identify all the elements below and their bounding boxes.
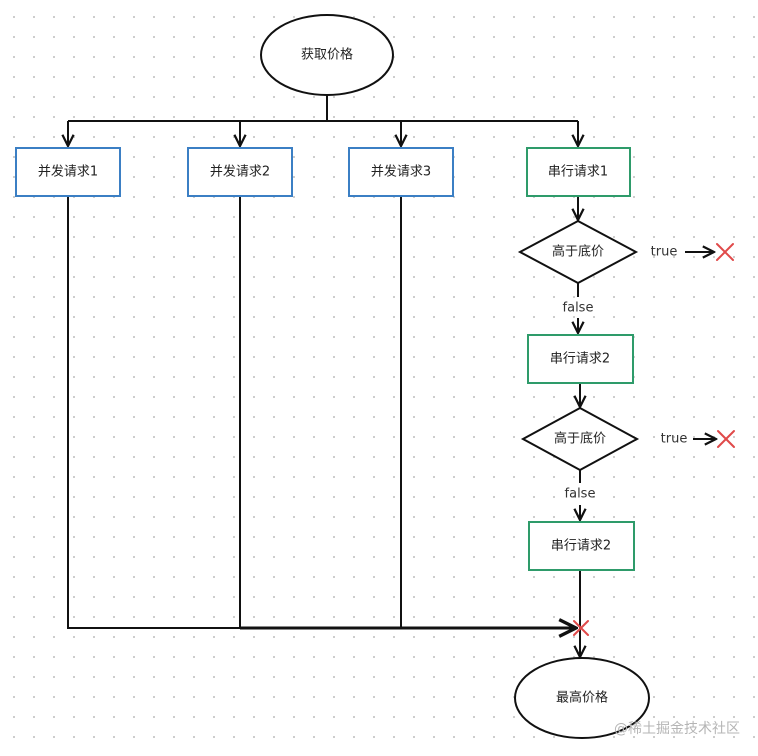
price-check-1-diamond: [517, 219, 639, 285]
reject-icon-merge: [573, 620, 589, 636]
price-check-2-diamond: [520, 406, 640, 472]
connectors: [68, 95, 716, 657]
parallel-request-3: 并发请求3: [348, 147, 454, 197]
serial-request-2-label: 串行请求2: [550, 352, 610, 367]
serial-request-3: 串行请求2: [528, 521, 635, 571]
serial-request-2-box: [527, 334, 634, 384]
serial-request-1-box: [526, 147, 631, 197]
price-check-2: 高于底价: [520, 406, 640, 472]
reject-icon-1: [716, 243, 734, 261]
price-check-1-label: 高于底价: [552, 244, 604, 260]
end-ellipse: [514, 657, 650, 739]
end-node: 最高价格: [514, 657, 650, 739]
price-check-2-label: 高于底价: [554, 431, 606, 447]
parallel-request-1-box: [15, 147, 121, 197]
parallel-request-2-label: 并发请求2: [210, 164, 270, 180]
serial-request-3-label: 串行请求2: [551, 539, 611, 554]
parallel-request-1: 并发请求1: [15, 147, 121, 197]
parallel-request-3-label: 并发请求3: [371, 164, 431, 180]
start-node: 获取价格: [260, 14, 394, 96]
watermark: @稀土掘金技术社区: [614, 721, 740, 737]
check-1-true-label: true: [651, 245, 678, 260]
check-2-true-label: true: [661, 432, 688, 447]
parallel-request-2: 并发请求2: [187, 147, 293, 197]
end-label: 最高价格: [556, 690, 608, 706]
parallel-request-1-label: 并发请求1: [38, 164, 98, 180]
serial-request-1-label: 串行请求1: [548, 165, 608, 180]
connector-parallel-1-to-merge: [67, 196, 240, 629]
start-label: 获取价格: [301, 47, 353, 63]
parallel-request-3-box: [348, 147, 454, 197]
start-ellipse: [260, 14, 394, 96]
serial-request-3-box: [528, 521, 635, 571]
check-1-false-label: false: [563, 301, 594, 316]
serial-request-2: 串行请求2: [527, 334, 634, 384]
check-2-false-label: false: [565, 487, 596, 502]
reject-icon-2: [717, 430, 735, 448]
serial-request-1: 串行请求1: [526, 147, 631, 197]
price-check-1: 高于底价: [517, 219, 639, 285]
parallel-request-2-box: [187, 147, 293, 197]
